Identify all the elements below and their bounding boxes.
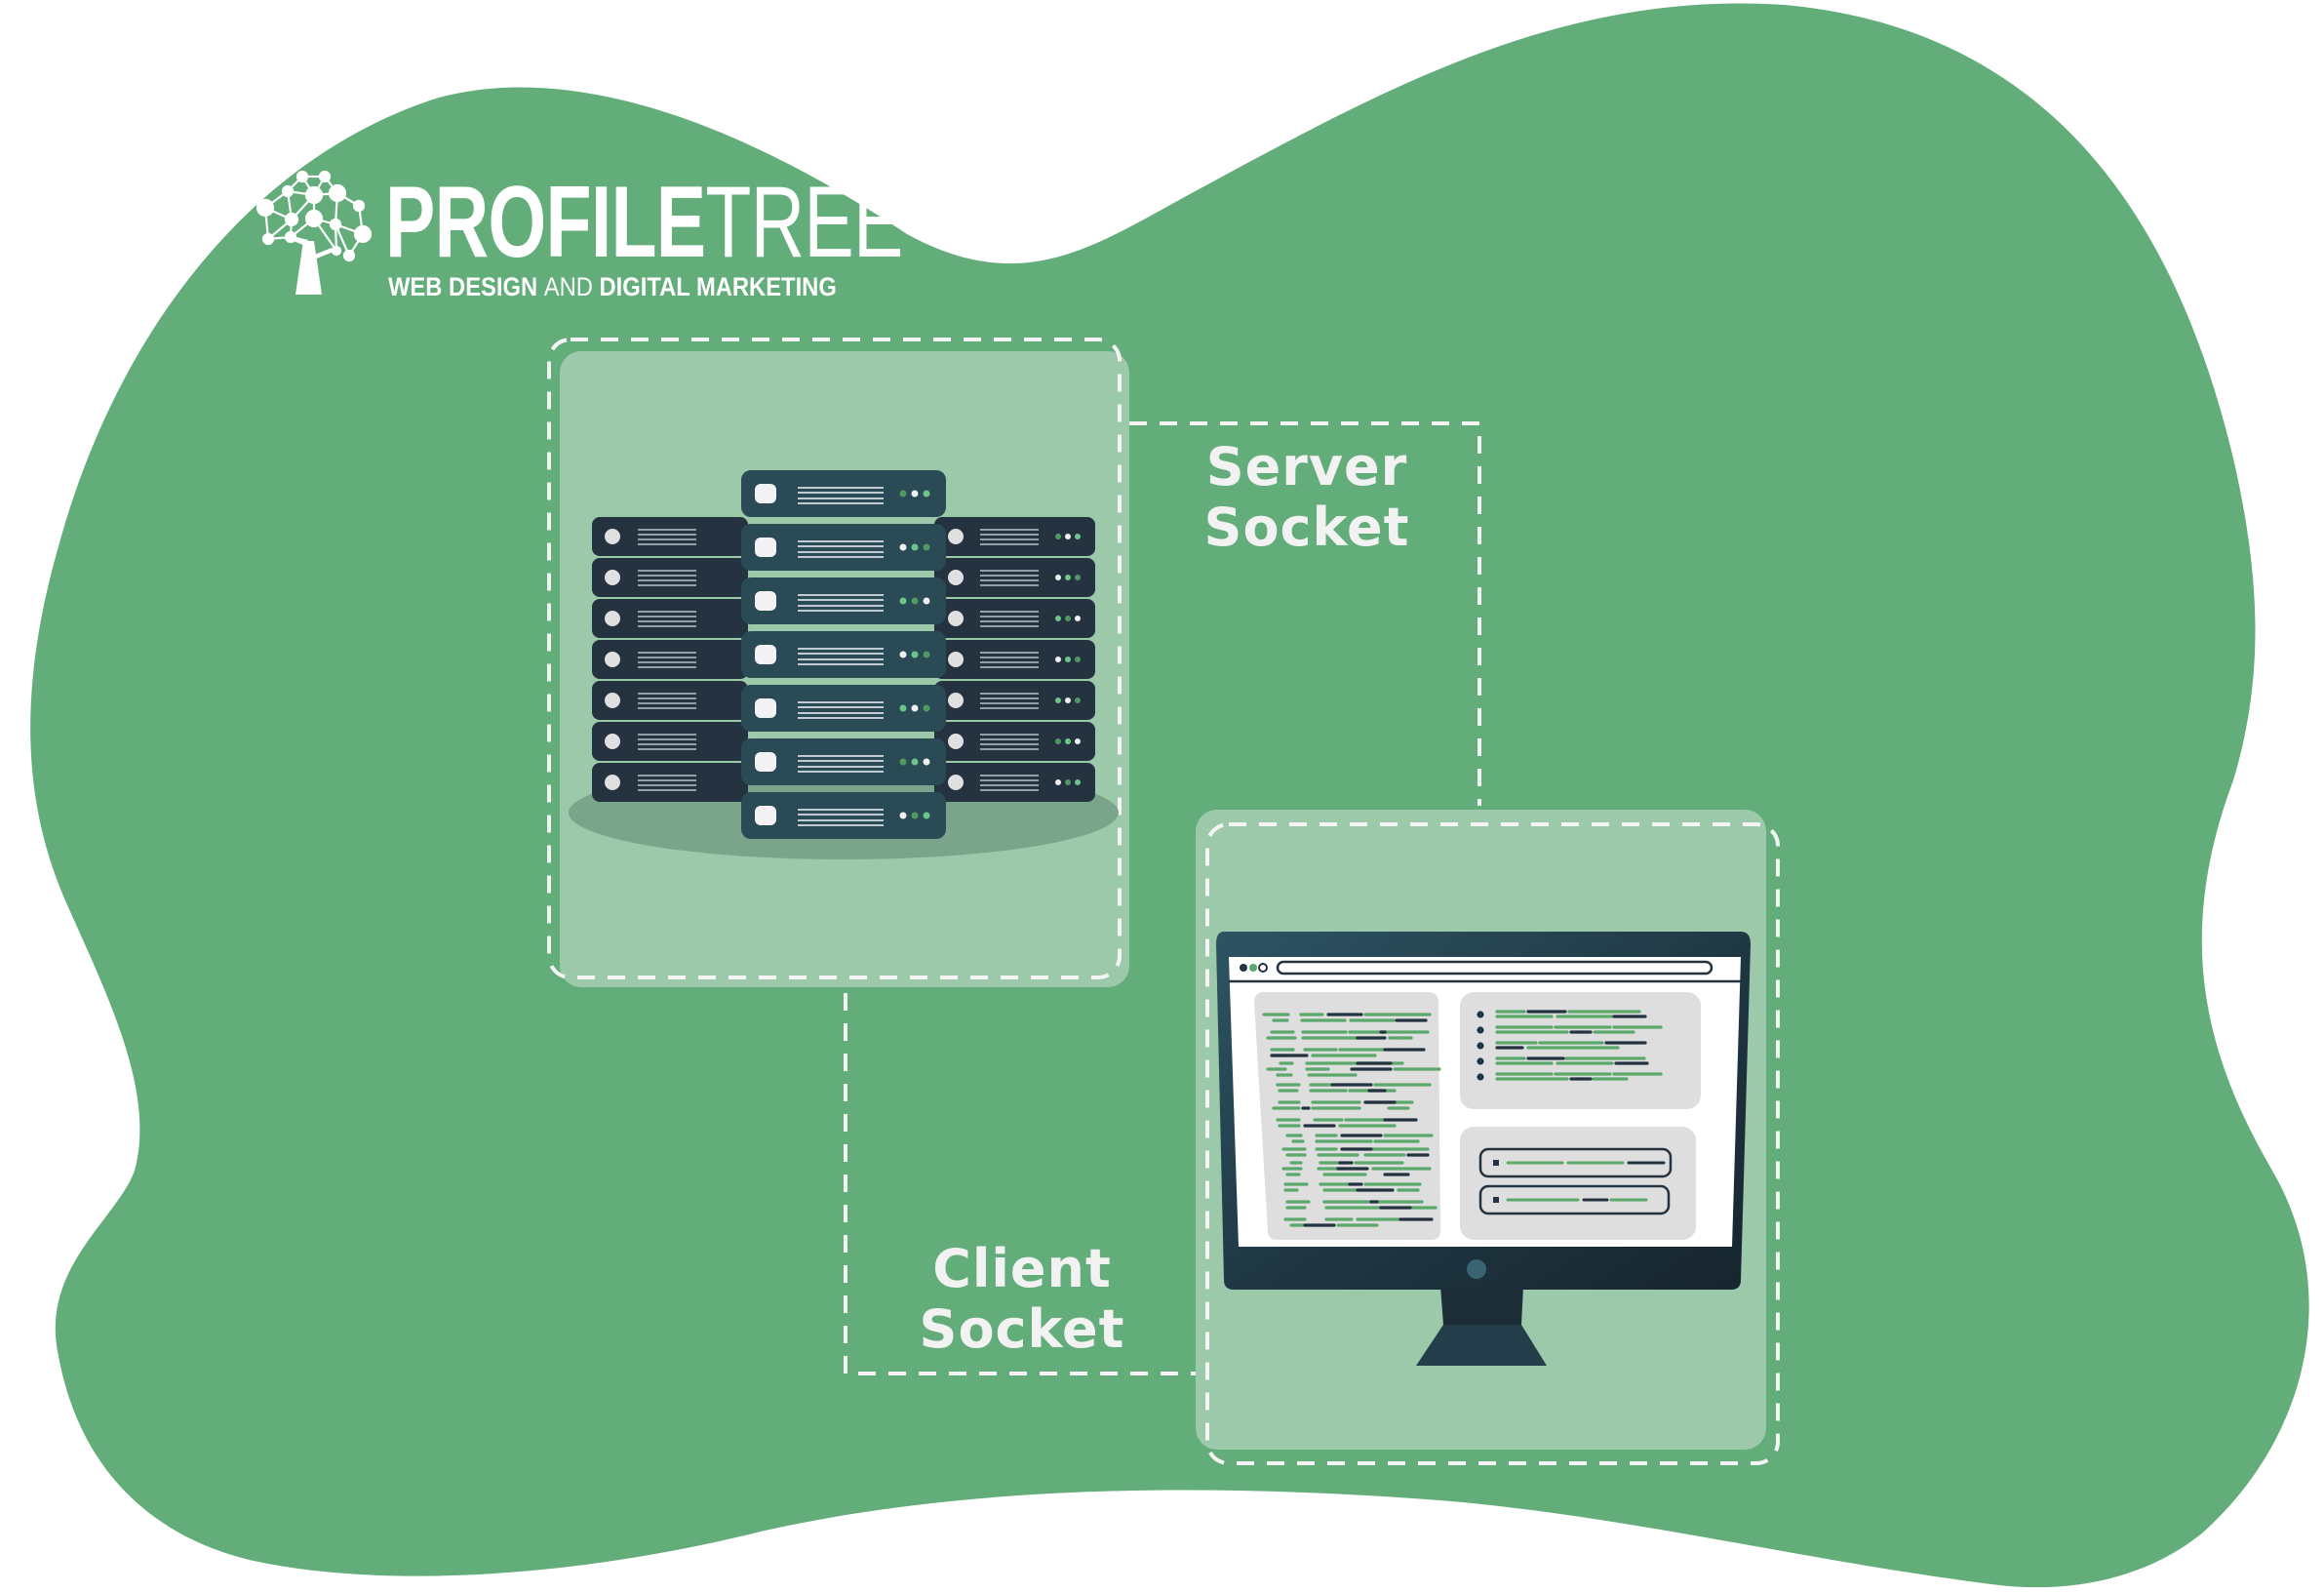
server-socket-label-line2: Socket (1203, 497, 1410, 558)
form-panel (1460, 1127, 1696, 1240)
server-socket-label: Server Socket (1180, 437, 1434, 558)
server-rack-left-column (592, 517, 748, 802)
server-socket-label-line1: Server (1205, 436, 1408, 498)
client-socket-label-line1: Client (932, 1238, 1112, 1299)
network-tree-icon (256, 170, 373, 295)
list-panel (1460, 992, 1701, 1109)
tagline-part-1: WEB DESIGN (388, 272, 544, 301)
brand-name-light: TREE (705, 166, 903, 279)
brand-tagline: WEB DESIGN AND DIGITAL MARKETING (388, 273, 837, 300)
code-panel (1254, 992, 1441, 1240)
client-socket-label-line2: Socket (919, 1298, 1125, 1360)
tagline-part-3: DIGITAL MARKETING (599, 272, 837, 301)
desktop-monitor-icon (1216, 932, 1751, 1366)
browser-bar (1229, 960, 1741, 983)
tagline-part-2: AND (543, 272, 600, 301)
server-rack-center-column (741, 470, 946, 839)
brand-name: PROFILETREE (385, 172, 903, 273)
client-socket-label: Client Socket (895, 1239, 1149, 1360)
server-socket-connector (1129, 421, 1481, 806)
client-socket-connector (844, 993, 1206, 1375)
brand-name-bold: PROFILE (385, 166, 706, 279)
server-rack-right-column (934, 517, 1095, 802)
server-rack-icon (569, 470, 1119, 859)
